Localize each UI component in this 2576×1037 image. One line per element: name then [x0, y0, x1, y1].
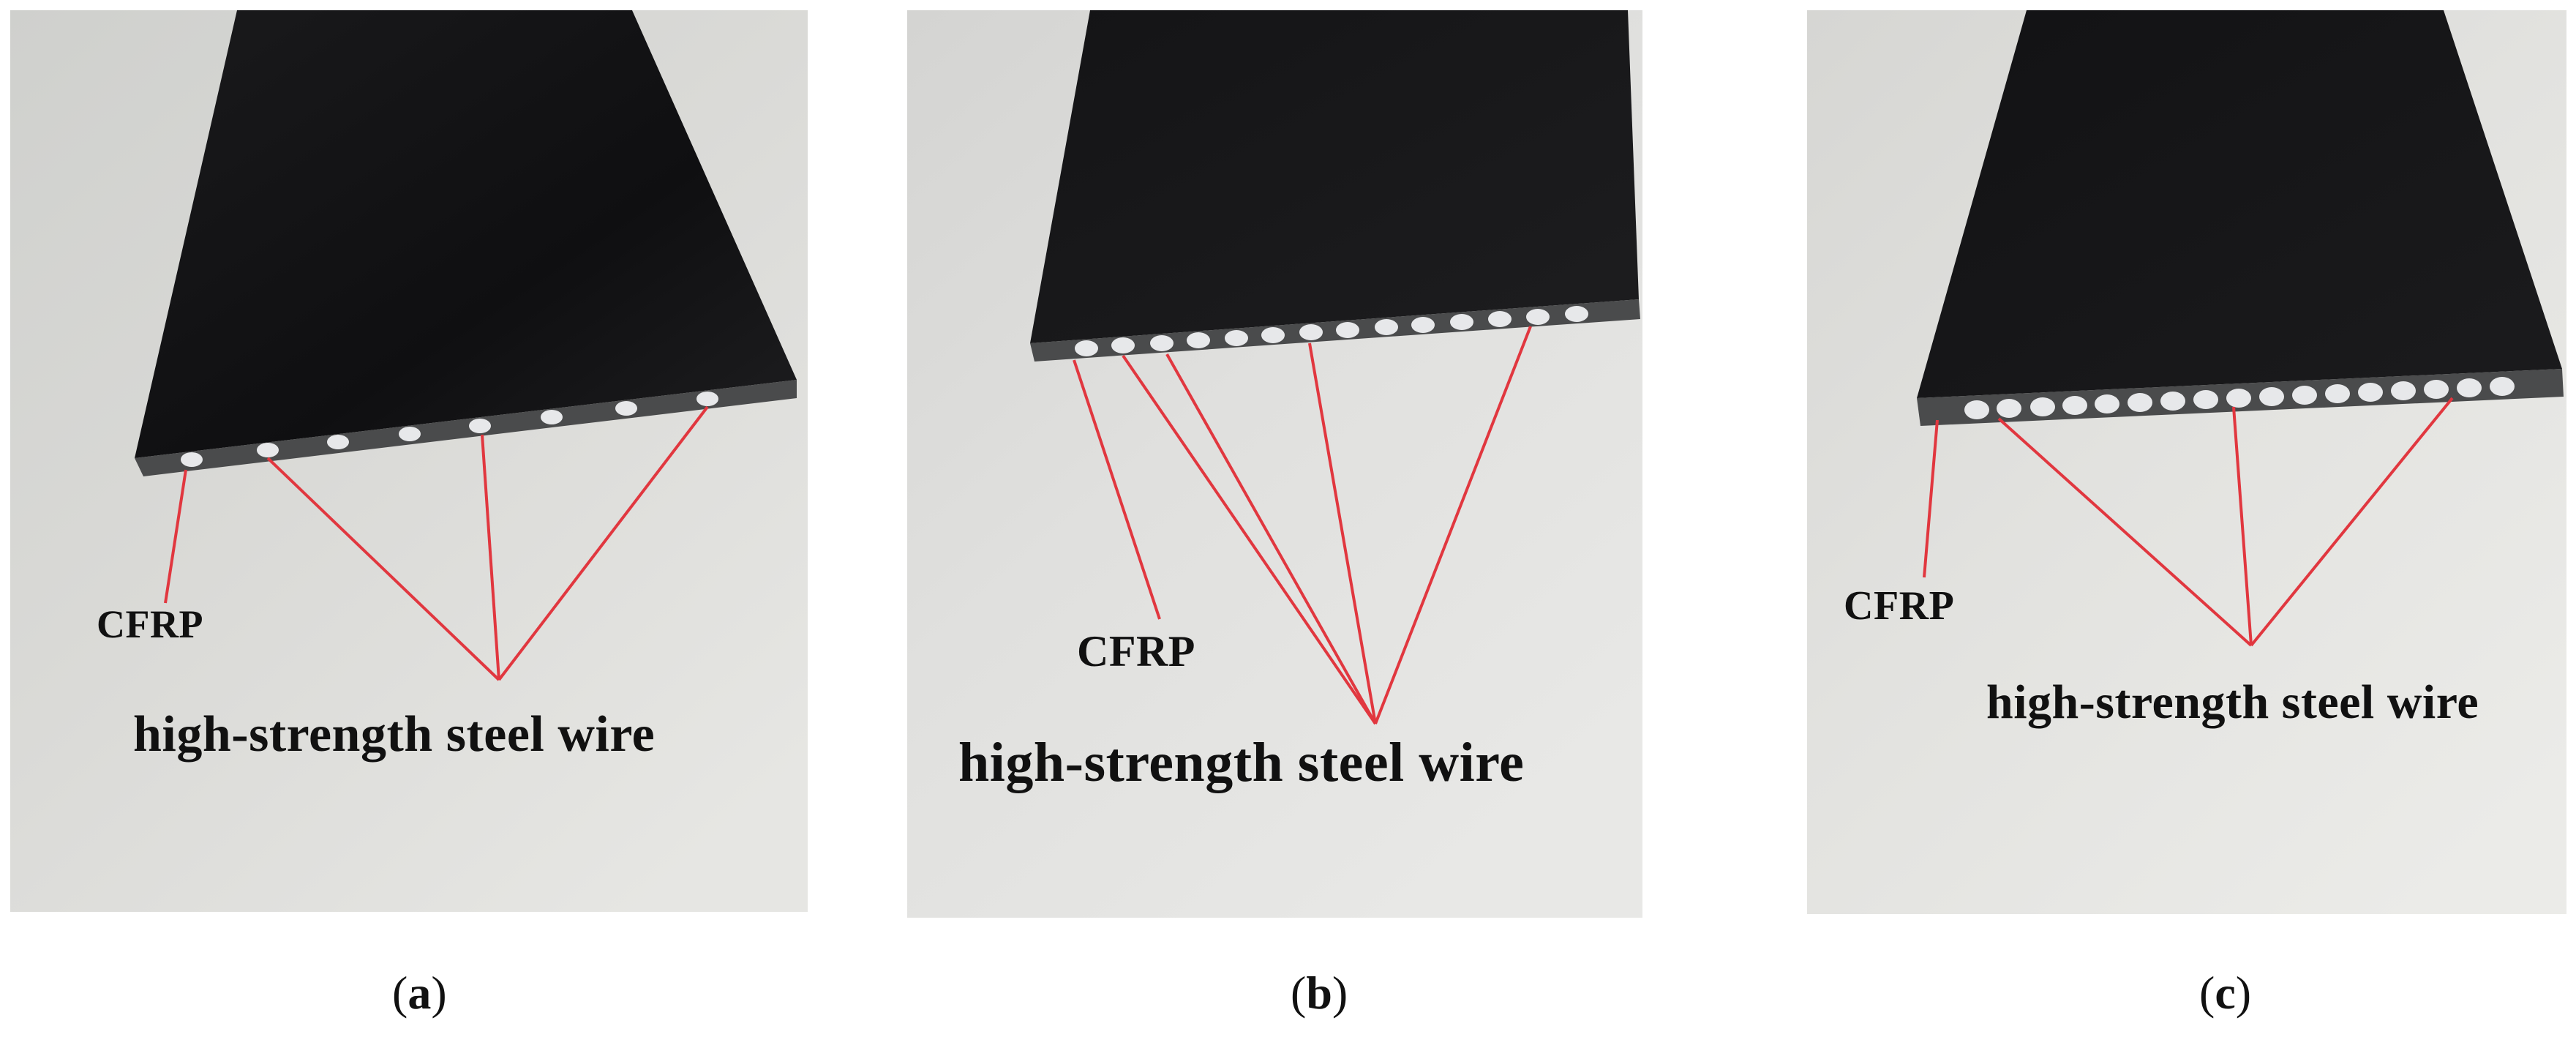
- steel-wire-label-b: high-strength steel wire: [958, 732, 1525, 793]
- cfrp-strip-c: [1917, 10, 2562, 398]
- cfrp-strip-a: [135, 10, 797, 458]
- caption-letter-a: a: [408, 967, 432, 1019]
- strip-edge-b: [1030, 299, 1640, 362]
- cfrp-label-b: CFRP: [1077, 627, 1195, 675]
- steel-wire-label-c: high-strength steel wire: [1986, 675, 2479, 729]
- photo-b: [907, 10, 1642, 918]
- photo-panel-b: CFRP high-strength steel wire: [907, 10, 1642, 918]
- caption-b: (b): [1291, 967, 1348, 1019]
- cfrp-strip-b: [1030, 10, 1639, 343]
- photo-a: [10, 10, 808, 912]
- photo-c: [1807, 10, 2566, 914]
- pointer-lines-a: [164, 405, 709, 681]
- steel-wires-c: [1964, 377, 2515, 419]
- cfrp-label-c: CFRP: [1844, 583, 1955, 629]
- pointer-lines-c: [1923, 397, 2454, 647]
- cfrp-label-a: CFRP: [97, 602, 203, 646]
- caption-a: (a): [392, 967, 447, 1019]
- photo-panel-c: CFRP high-strength steel wire: [1807, 10, 2566, 914]
- pointer-lines-b: [1073, 326, 1532, 725]
- caption-letter-b: b: [1306, 967, 1332, 1019]
- steel-wires-b: [1075, 306, 1588, 356]
- caption-c: (c): [2199, 967, 2252, 1019]
- photo-panel-a: CFRP high-strength steel wire: [10, 10, 808, 912]
- caption-letter-c: c: [2215, 967, 2236, 1019]
- steel-wires-a: [181, 392, 718, 467]
- steel-wire-label-a: high-strength steel wire: [133, 706, 656, 763]
